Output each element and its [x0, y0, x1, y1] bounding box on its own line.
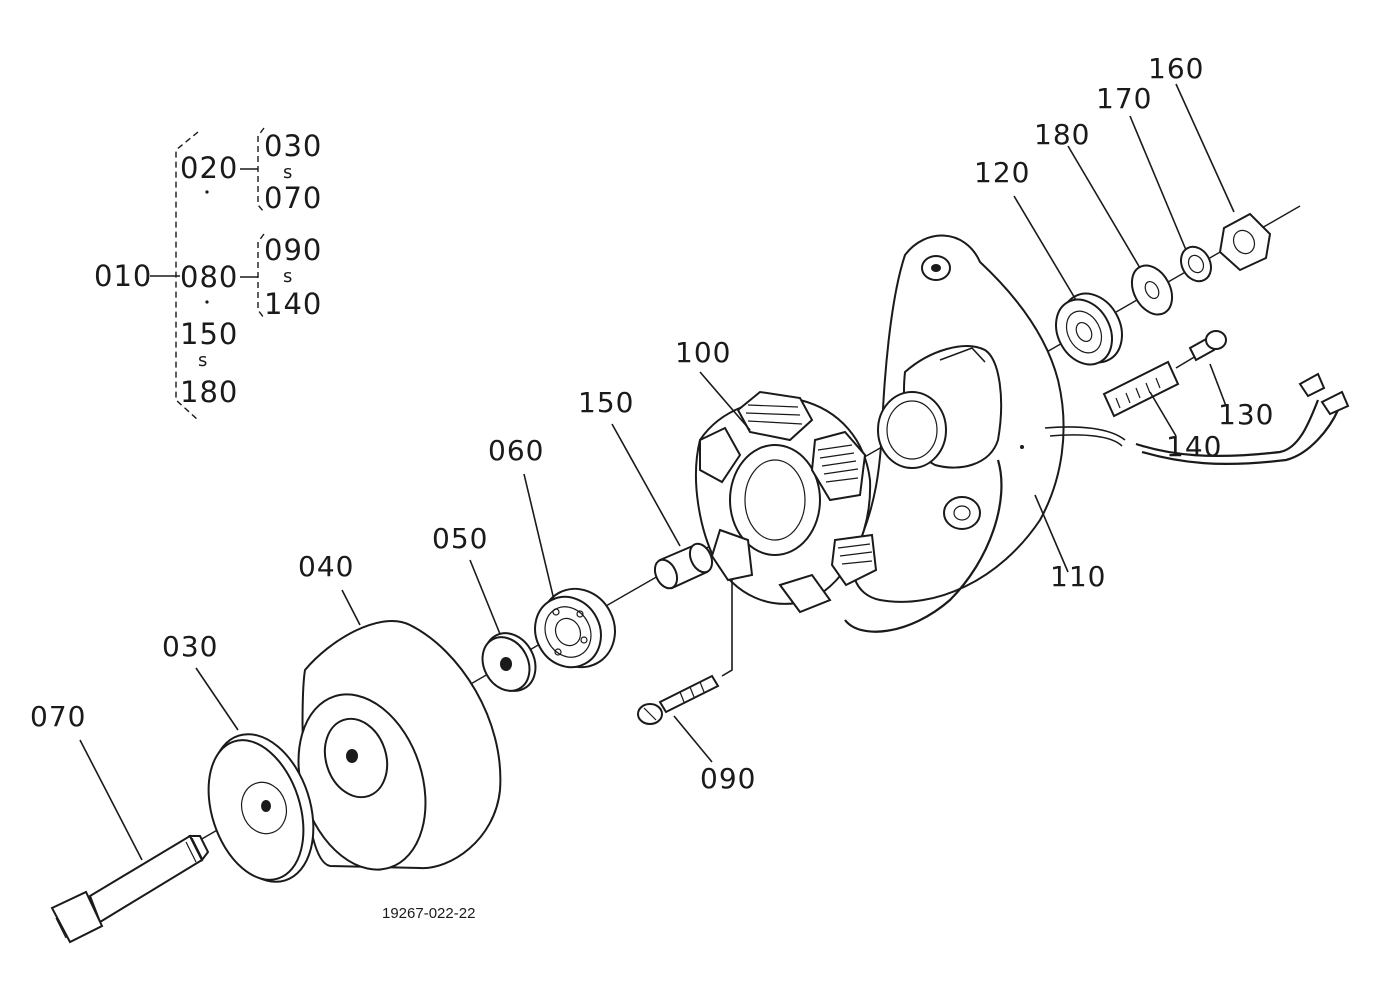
parts-hierarchy-tree: 010 020 030 s 070 080 090 s 140 150 s 18… [94, 127, 322, 421]
callout-030: 030 [162, 630, 218, 663]
tree-020: 020 [180, 151, 238, 185]
callout-150: 150 [578, 386, 634, 419]
tree-030: 030 [264, 129, 322, 163]
callout-060: 060 [488, 434, 544, 467]
part-180-washer [1130, 264, 1174, 316]
callout-130: 130 [1218, 398, 1274, 431]
tree-range-030-070: s [283, 162, 292, 183]
part-050-washer [481, 632, 537, 692]
tree-range-150-180: s [198, 350, 207, 371]
tree-bracket-020 [257, 127, 265, 213]
callout-140: 140 [1166, 430, 1222, 463]
callout-110: 110 [1050, 560, 1106, 593]
terminal-connector-2 [1320, 390, 1350, 416]
callout-120: 120 [974, 156, 1030, 189]
tree-180: 180 [180, 375, 238, 409]
part-060-bearing [534, 587, 616, 669]
callout-050: 050 [432, 522, 488, 555]
drawing-code: 19267-022-22 [382, 905, 475, 922]
part-170-lockwasher [1180, 245, 1212, 283]
callout-070: 070 [30, 700, 86, 733]
part-090-screw [637, 580, 733, 725]
tree-070: 070 [264, 181, 322, 215]
part-030-pulley [207, 733, 315, 883]
part-160-nut [1218, 212, 1272, 272]
callout-180: 180 [1034, 118, 1090, 151]
part-130-screw [1188, 330, 1227, 362]
tree-range-090-140: s [283, 266, 292, 287]
tree-010: 010 [94, 259, 152, 293]
terminal-connector-1 [1298, 372, 1326, 398]
part-120-bearing [1055, 292, 1123, 366]
callout-040: 040 [298, 550, 354, 583]
callout-160: 160 [1148, 52, 1204, 85]
callout-090: 090 [700, 762, 756, 795]
tree-090: 090 [264, 233, 322, 267]
part-070-bolt [50, 834, 210, 944]
leader-lines [79, 83, 1235, 861]
tree-080: 080 [180, 260, 238, 294]
part-140-regulator [1102, 355, 1197, 418]
callout-labels: 070 030 040 050 060 150 100 090 120 180 … [30, 52, 1274, 795]
tree-bracket-080 [257, 233, 265, 319]
tree-150: 150 [180, 317, 238, 351]
callout-170: 170 [1096, 82, 1152, 115]
tree-140: 140 [264, 287, 322, 321]
tree-bracket-outer [175, 131, 199, 421]
part-150-bushing [653, 542, 714, 590]
callout-100: 100 [675, 336, 731, 369]
part-100-stator [695, 390, 878, 614]
wire-harness [844, 459, 1003, 633]
part-110-housing [851, 234, 1126, 603]
